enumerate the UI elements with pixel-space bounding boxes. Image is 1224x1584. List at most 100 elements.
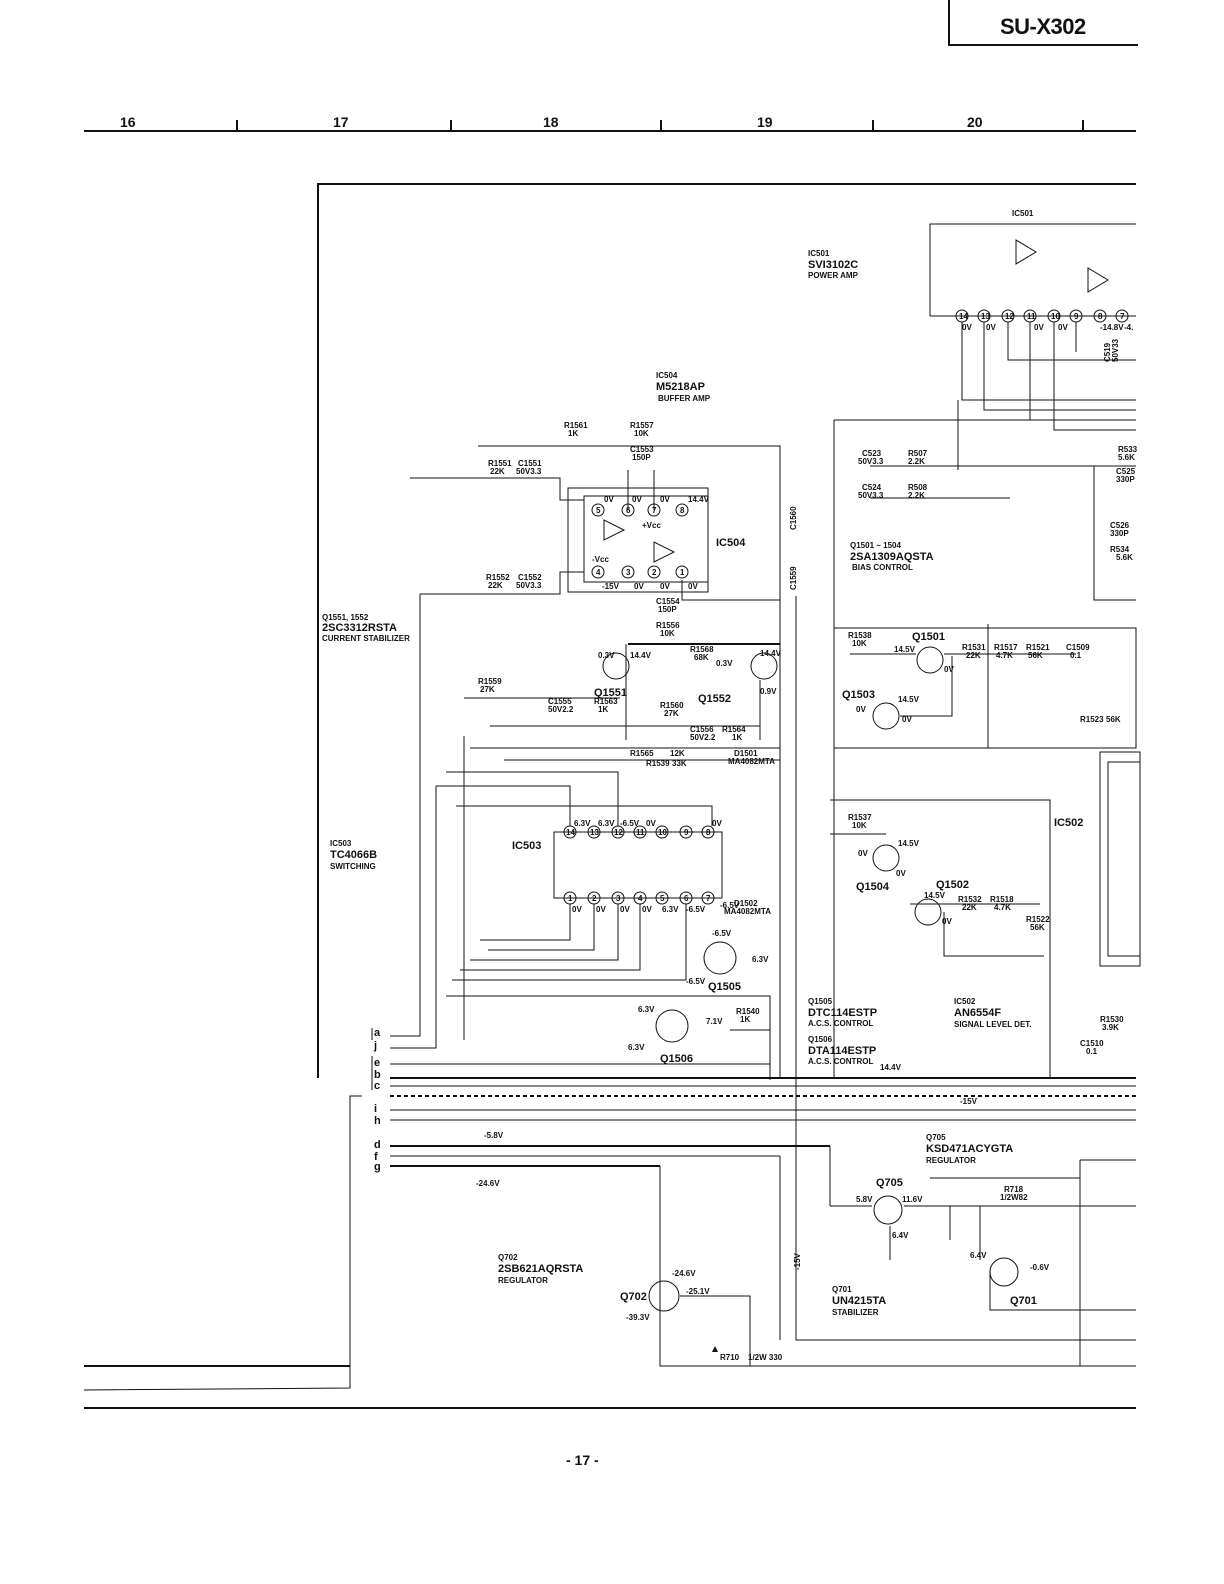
bus-label: j (373, 1040, 377, 1052)
transistor-symbol (916, 646, 944, 674)
grid-ruler: 16 17 18 19 20 (84, 114, 1136, 132)
resistor-label: R1563 (594, 697, 618, 706)
pin-label: 8 (1098, 312, 1103, 321)
pin-label: 9 (684, 828, 689, 837)
voltage-label: 11.6V (902, 1195, 923, 1204)
board-outline (83, 183, 1136, 1409)
bus-label: h (374, 1115, 381, 1127)
q1505-part: DTC114ESTP (808, 1007, 877, 1019)
voltage-label: 0.3V (598, 651, 615, 660)
resistor-value: 33K (672, 759, 687, 768)
q1501-ref: Q1501 ~ 1504 (850, 541, 901, 550)
voltage-label: 0V (712, 819, 722, 828)
cap-value: 50V33 (1111, 338, 1120, 362)
diode-label: D1501 (734, 749, 758, 758)
resistor-label: R1539 (646, 759, 670, 768)
cap-label: C523 (862, 449, 882, 458)
resistor-label: R1556 (656, 621, 680, 630)
resistor-value: 12K (670, 749, 685, 758)
resistor-value: 2.2K (908, 457, 925, 466)
voltage-label: -24.6V (672, 1269, 696, 1278)
transistor-symbol (655, 1009, 689, 1043)
pin-label: 4 (596, 568, 601, 577)
resistor-label: R1537 (848, 813, 872, 822)
voltage-label: 0V (596, 905, 606, 914)
cap-value: 330P (1116, 475, 1135, 484)
cap-value: 150P (632, 453, 651, 462)
pin-label: 4 (638, 894, 643, 903)
pin-label: 8 (706, 828, 711, 837)
voltage-label: -24.6V (476, 1179, 500, 1188)
voltage-label: 0V (634, 582, 644, 591)
resistor-value: 10K (852, 639, 867, 648)
voltage-label: 6.3V (638, 1005, 655, 1014)
pin-label: 7 (1120, 312, 1125, 321)
q1504-label: Q1504 (856, 881, 890, 893)
pin-label: 12 (614, 828, 623, 837)
pin-label: 3 (626, 568, 631, 577)
pin-label: 14 (566, 828, 575, 837)
ic502-block: IC502 IC502 AN6554F SIGNAL LEVEL DET. R1… (954, 751, 1141, 1056)
resistor-value: 10K (852, 821, 867, 830)
voltage-label: -15V (602, 582, 620, 591)
pin-label: 11 (1027, 312, 1036, 321)
q1506-function: A.C.S. CONTROL (808, 1057, 873, 1066)
cap-value: 50V2.2 (690, 733, 716, 742)
voltage-label: -39.3V (626, 1313, 650, 1322)
q1501-label: Q1501 (912, 631, 945, 643)
cap-value: 150P (658, 605, 677, 614)
resistor-value: 3.9K (1102, 1023, 1119, 1032)
pin-label: 10 (1051, 312, 1060, 321)
ic504-function: BUFFER AMP (658, 394, 711, 403)
ic501-top-label: IC501 (1012, 209, 1034, 218)
voltage-label: 14.5V (924, 891, 946, 900)
voltage-label: 6.3V (574, 819, 591, 828)
resistor-label: R1565 (630, 749, 654, 758)
voltage-label: 6.3V (752, 955, 769, 964)
voltage-label: 0V (632, 495, 642, 504)
voltage-label: 14.4V (688, 495, 710, 504)
ic503-function: SWITCHING (330, 862, 376, 871)
diode-part: MA4082MTA (724, 907, 771, 916)
pin-label: 11 (636, 828, 645, 837)
resistor-label: R1517 (994, 643, 1018, 652)
cap-label: C1510 (1080, 1039, 1104, 1048)
q705-part: KSD471ACYGTA (926, 1143, 1013, 1155)
q1551-block: Q1551, 1552 2SC3312RSTA CURRENT STABILIZ… (322, 613, 782, 1040)
resistor-value: 1K (598, 705, 608, 714)
diode-part: MA4082MTA (728, 757, 775, 766)
voltage-label: 14.5V (894, 645, 916, 654)
cap-value: 0.1 (1086, 1047, 1098, 1056)
voltage-label: -6.5V (620, 819, 640, 828)
resistor-value: 56K (1030, 923, 1045, 932)
voltage-label: 0V (962, 323, 972, 332)
voltage-label: 14.4V (880, 1063, 902, 1072)
q1501-function: BIAS CONTROL (852, 563, 913, 572)
voltage-label: -15V (960, 1097, 978, 1106)
cap-value: 0.1 (1070, 651, 1082, 660)
acs-control-labels: Q1505 DTC114ESTP A.C.S. CONTROL Q1506 DT… (808, 997, 902, 1072)
resistor-value: 4.7K (996, 651, 1013, 660)
q1551-part: 2SC3312RSTA (322, 622, 397, 634)
grid-col-label: 19 (757, 114, 773, 130)
transistor-symbol (602, 652, 630, 680)
voltage-label: 0V (1034, 323, 1044, 332)
resistor-label: R1551 (488, 459, 512, 468)
cap-label: C524 (862, 483, 882, 492)
transistor-symbol (703, 941, 737, 975)
resistor-value: 27K (664, 709, 679, 718)
cap-value: 50V2.2 (548, 705, 574, 714)
voltage-label: 0V (688, 582, 698, 591)
resistor-value: 1K (732, 733, 742, 742)
cap-label: C1555 (548, 697, 572, 706)
resistor-value: 2.2K (908, 491, 925, 500)
pin-label: 8 (680, 506, 685, 515)
resistor-label: R1538 (848, 631, 872, 640)
ic503-top-pins: 14 13 12 11 10 9 8 (563, 825, 715, 839)
pin-label: 13 (590, 828, 599, 837)
warning-icon (712, 1346, 718, 1352)
voltage-label: 0.9V (760, 687, 777, 696)
q1506-label: Q1506 (660, 1053, 693, 1065)
q701-label: Q701 (1010, 1295, 1037, 1307)
